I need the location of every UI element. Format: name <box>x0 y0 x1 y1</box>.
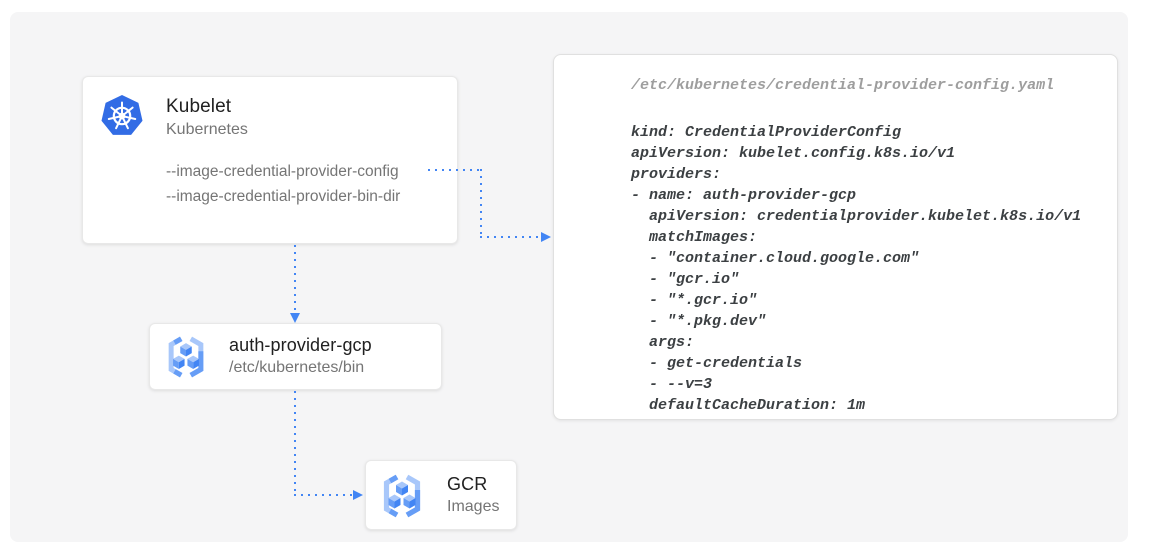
connector-config-to-yaml-v <box>480 169 482 237</box>
arrowhead-to-yaml-panel <box>541 232 551 242</box>
node-kubelet: Kubelet Kubernetes --image-credential-pr… <box>82 76 458 244</box>
config-file-path: /etc/kubernetes/credential-provider-conf… <box>631 77 1055 94</box>
credential-provider-config-panel: /etc/kubernetes/credential-provider-conf… <box>553 54 1118 420</box>
kubelet-flag-config: --image-credential-provider-config <box>166 163 399 180</box>
gcr-icon <box>168 336 204 378</box>
diagram-canvas: Kubelet Kubernetes --image-credential-pr… <box>10 12 1128 542</box>
config-yaml-code: kind: CredentialProviderConfig apiVersio… <box>631 124 1082 414</box>
auth-provider-subtitle: /etc/kubernetes/bin <box>229 359 365 376</box>
connector-auth-to-gcr-h <box>294 494 354 496</box>
kubelet-flags: --image-credential-provider-config --ima… <box>166 159 400 209</box>
node-gcr: GCR Images <box>365 460 517 530</box>
kubelet-subtitle: Kubernetes <box>166 121 248 138</box>
connector-auth-to-gcr-v <box>294 391 296 495</box>
connector-config-to-yaml-h2 <box>480 236 542 238</box>
kubelet-title: Kubelet <box>166 96 232 117</box>
connector-config-to-yaml-h1 <box>428 169 482 171</box>
connector-kubelet-to-auth-v <box>294 245 296 314</box>
kubernetes-icon <box>101 95 143 135</box>
arrowhead-to-gcr <box>353 490 363 500</box>
node-auth-provider-gcp: auth-provider-gcp /etc/kubernetes/bin <box>149 323 442 390</box>
auth-provider-title: auth-provider-gcp <box>229 335 372 355</box>
gcr-icon <box>383 474 421 518</box>
kubelet-flag-bin-dir: --image-credential-provider-bin-dir <box>166 188 401 205</box>
gcr-subtitle: Images <box>447 498 500 515</box>
gcr-title: GCR <box>447 474 488 494</box>
arrowhead-to-auth-provider <box>290 313 300 323</box>
